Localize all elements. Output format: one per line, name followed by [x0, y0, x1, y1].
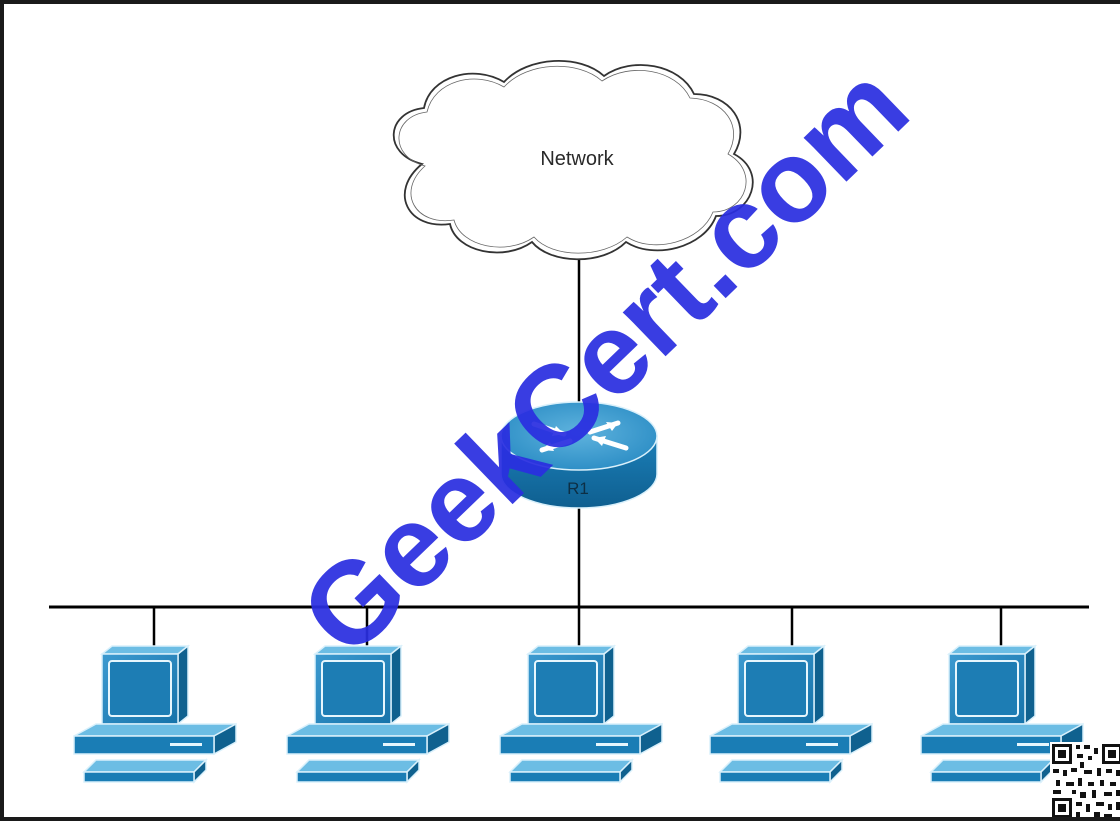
pc-3	[499, 645, 663, 783]
router-r1: R1	[500, 401, 658, 509]
pc-1	[73, 645, 237, 783]
network-cloud: Network	[392, 59, 754, 261]
desktop-computer-icon	[709, 645, 873, 783]
desktop-computer-icon	[499, 645, 663, 783]
network-diagram: Network R1 GeekCert.co	[49, 40, 1120, 817]
cloud-label: Network	[540, 148, 614, 170]
qr-code-icon	[1050, 742, 1120, 817]
desktop-computer-icon	[73, 645, 237, 783]
pc-4	[709, 645, 873, 783]
router-label: R1	[567, 479, 589, 498]
